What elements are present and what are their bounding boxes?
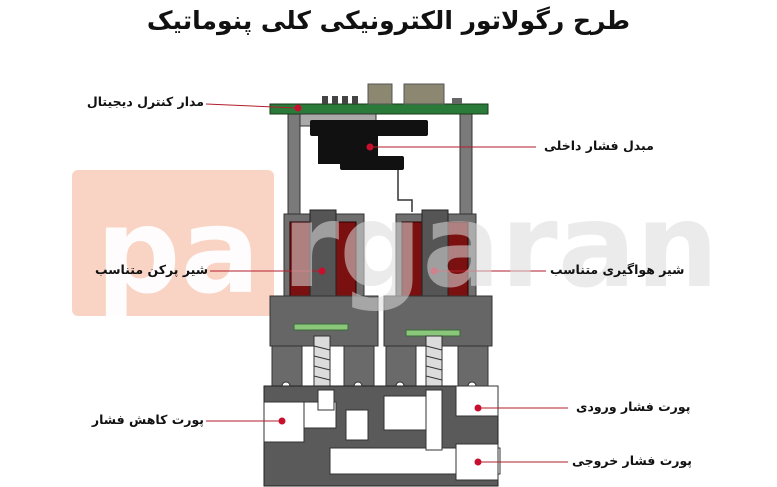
watermark-text-overlay: rgaran <box>282 179 719 314</box>
leader-lines <box>205 103 568 463</box>
leader-dots <box>278 104 482 466</box>
label-digital-control-circuit: مدار کنترل دیجیتال <box>86 94 204 109</box>
manifold-base <box>263 385 501 487</box>
fill-valve-assembly <box>269 209 379 391</box>
watermark-badge <box>72 170 274 316</box>
label-internal-pressure-transducer: مبدل فشار داخلی <box>544 138 654 153</box>
inlet-port-opening <box>455 385 499 417</box>
watermark-text: pa <box>96 182 260 320</box>
label-pressure-relief-port: پورت کاهش فشار <box>91 412 204 427</box>
label-inlet-pressure-port: پورت فشار ورودی <box>576 399 691 414</box>
watermark: pa <box>72 170 274 320</box>
label-outlet-pressure-port: پورت فشار خروجی <box>572 453 692 468</box>
pcb-board <box>269 83 489 115</box>
label-proportional-exhaust-valve: شیر هواگیری متناسب <box>550 262 685 277</box>
exhaust-valve-assembly <box>383 209 493 391</box>
diagram-title: طرح رگولاتور الکترونیکی کلی پنوماتیک <box>146 6 631 35</box>
label-proportional-fill-valve: شیر پرکن متناسب <box>94 262 208 277</box>
leader-digital-control <box>205 103 299 109</box>
